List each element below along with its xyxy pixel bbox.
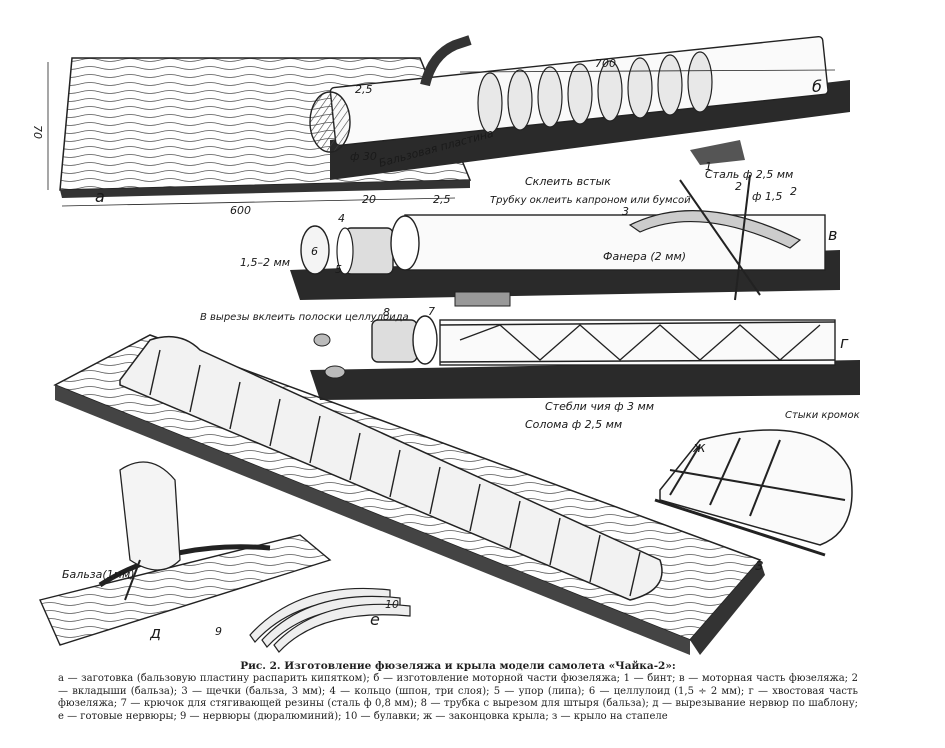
label-joints: Стыки кромок <box>785 410 860 421</box>
label-balsa-1mm: Бальза(1мм) <box>62 568 135 581</box>
label-num-10: 10 <box>385 598 399 611</box>
panel-g-tail-section <box>310 291 860 400</box>
label-tube-glue: Трубку оклеить капроном или бумсой <box>490 194 691 206</box>
technical-illustration: 700 70 2,5 ф 30 Бальзовая пластина Склеи… <box>31 35 860 655</box>
label-num-8: 8 <box>383 306 390 319</box>
label-num-1: 1 <box>705 160 712 173</box>
label-letter-zh: ж <box>692 440 706 456</box>
figure-caption: Рис. 2. Изготовление фюзеляжа и крыла мо… <box>58 660 858 723</box>
panel-e-finished-ribs <box>249 587 411 653</box>
label-num-7: 7 <box>428 305 435 318</box>
label-dim-1-5-2mm: 1,5–2 мм <box>240 256 290 269</box>
label-celluloid-note: В вырезы вклеить полоски целлулоида <box>200 312 409 323</box>
label-letter-b: б <box>812 77 822 96</box>
label-num-3: 3 <box>622 205 629 218</box>
panel-z-wing-on-jig <box>53 334 765 655</box>
label-letter-v: в <box>828 225 837 244</box>
label-letter-g: г <box>840 333 849 352</box>
label-num-4: 4 <box>338 212 345 225</box>
panel-zh-wing-tip <box>654 429 853 557</box>
label-num-2b: 2 <box>790 185 797 198</box>
label-num-9: 9 <box>215 625 222 638</box>
label-steel: Сталь ф 2,5 мм <box>705 168 793 181</box>
label-dim-600: 600 <box>230 204 251 217</box>
label-letter-a: а <box>95 187 105 206</box>
figure-labels: 700 70 2,5 ф 30 Бальзовая пластина Склеи… <box>31 57 860 642</box>
panel-d-cutting-ribs <box>39 461 332 646</box>
label-dim-70: 70 <box>31 125 44 139</box>
label-num-2a: 2 <box>735 180 742 193</box>
label-dim-2-5-mid: 2,5 <box>433 193 451 206</box>
label-letter-d: д <box>149 623 161 642</box>
label-glue-joint: Склеить встык <box>525 175 611 188</box>
label-dim-phi1-5: ф 1,5 <box>752 190 782 203</box>
label-num-6: 6 <box>311 245 318 258</box>
panel-b-motor-fuselage <box>309 35 850 180</box>
label-dim-2-5-top: 2,5 <box>355 83 373 96</box>
label-num-5: 5 <box>335 263 342 276</box>
label-letter-z: з <box>755 555 764 574</box>
panel-v-motor-section <box>290 174 840 301</box>
label-letter-e: е <box>370 610 380 629</box>
label-dim-20: 20 <box>362 193 376 206</box>
label-straw: Солома ф 2,5 мм <box>525 418 622 431</box>
caption-text: а — заготовка (бальзовую пластину распар… <box>58 673 858 722</box>
label-plywood: Фанера (2 мм) <box>603 250 686 263</box>
label-dim-700: 700 <box>595 57 616 70</box>
label-dim-phi30: ф 30 <box>350 150 377 163</box>
caption-title: Рис. 2. Изготовление фюзеляжа и крыла мо… <box>240 660 676 672</box>
label-stem: Стебли чия ф 3 мм <box>545 400 654 413</box>
